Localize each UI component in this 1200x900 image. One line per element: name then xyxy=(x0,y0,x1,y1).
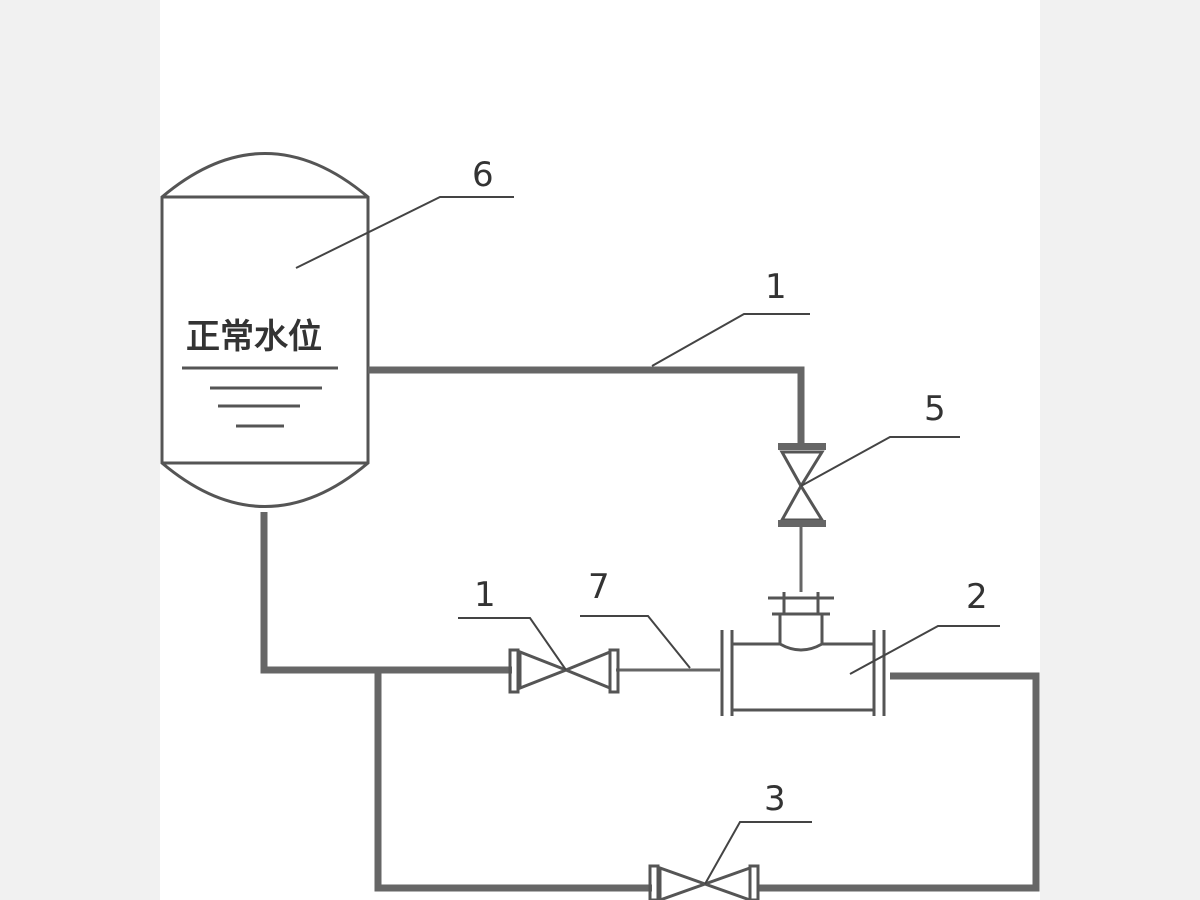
callout-tee: 2 xyxy=(966,577,988,617)
leader-vessel xyxy=(295,196,514,269)
leader-reducer xyxy=(580,615,691,669)
leader-bypass-valve xyxy=(704,821,812,885)
callout-inlet-valve: 1 xyxy=(474,575,496,615)
callout-top-pipe: 1 xyxy=(765,267,787,307)
leader-tee xyxy=(849,625,1000,675)
callout-bypass-valve: 3 xyxy=(764,779,786,819)
bypass-left-pipe xyxy=(374,670,652,892)
tee-mixer xyxy=(720,592,886,716)
top-pipe xyxy=(368,366,805,446)
thin-pipes xyxy=(616,525,803,672)
callout-vessel: 6 xyxy=(472,155,494,195)
pipe-network xyxy=(260,366,1040,892)
bypass-valve xyxy=(648,864,760,900)
leader-top-valve xyxy=(800,436,960,487)
leader-top-pipe xyxy=(651,313,810,367)
vessel-outlet-pipe xyxy=(260,512,512,674)
bypass-right-pipe xyxy=(758,672,1040,892)
leader-lines xyxy=(295,196,1000,885)
callout-reducer: 7 xyxy=(588,567,610,607)
leader-inlet-valve xyxy=(458,617,567,671)
water-level-symbol xyxy=(182,366,338,428)
inlet-valve xyxy=(508,648,620,694)
top-valve xyxy=(778,443,826,527)
diagram-panel xyxy=(160,0,1040,900)
pressure-vessel xyxy=(160,152,370,508)
callout-top-valve: 5 xyxy=(924,389,946,429)
vessel-label-normal-water-level: 正常水位 xyxy=(186,317,322,357)
